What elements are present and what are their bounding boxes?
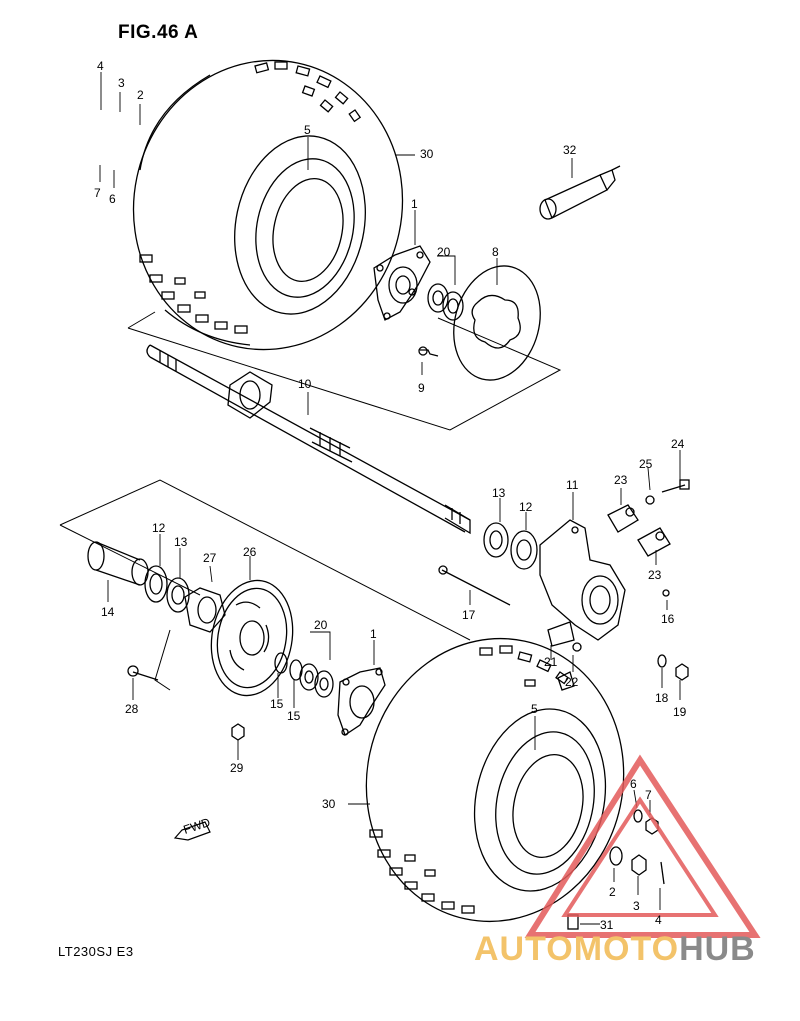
- callout-c24: 24: [671, 437, 685, 451]
- figure-title: FIG.46 A: [118, 22, 199, 43]
- callout-c26: 26: [243, 545, 257, 559]
- callout-c10: 10: [298, 377, 312, 391]
- callout-c19: 19: [673, 705, 687, 719]
- callout-c12a: 12: [519, 500, 533, 514]
- grease-tube: [539, 165, 621, 220]
- callout-c7a: 7: [94, 186, 101, 200]
- callout-c29: 29: [230, 761, 244, 775]
- callout-c23a: 23: [614, 473, 628, 487]
- callout-c14: 14: [101, 605, 115, 619]
- callout-c2a: 2: [137, 88, 144, 102]
- callout-c13b: 13: [174, 535, 188, 549]
- callout-c1b: 1: [370, 627, 377, 641]
- callout-c16: 16: [661, 612, 675, 626]
- upper-tire: [132, 59, 404, 351]
- lower-hub: [337, 667, 386, 737]
- callout-c7b: 7: [645, 788, 652, 802]
- callout-c6a: 6: [109, 192, 116, 206]
- spacer-tube: [87, 541, 149, 586]
- lower-tire: [365, 637, 625, 923]
- sprocket: [210, 579, 294, 697]
- callout-c5b: 5: [531, 702, 538, 716]
- callout-c8: 8: [492, 245, 499, 259]
- callout-c4b: 4: [655, 913, 662, 927]
- callout-c1a: 1: [411, 197, 418, 211]
- callout-c30b: 30: [322, 797, 336, 811]
- callout-c32: 32: [563, 143, 577, 157]
- callout-c15b: 15: [287, 709, 301, 723]
- watermark-text: AUTOMOTOHUB: [474, 930, 756, 969]
- model-code: LT230SJ E3: [58, 944, 134, 959]
- callout-c25: 25: [639, 457, 653, 471]
- watermark-text-main: AUTOMOTO: [474, 930, 680, 968]
- callout-c9: 9: [418, 381, 425, 395]
- callout-c20a: 20: [437, 245, 451, 259]
- callout-c31: 31: [600, 918, 614, 932]
- callout-c17: 17: [462, 608, 476, 622]
- callout-c4a: 4: [97, 59, 104, 73]
- callout-c15a: 15: [270, 697, 284, 711]
- callout-c23b: 23: [648, 568, 662, 582]
- callout-c30a: 30: [420, 147, 434, 161]
- callout-c3b: 3: [633, 899, 640, 913]
- upper-hub: [373, 245, 431, 321]
- callout-c13a: 13: [492, 486, 506, 500]
- callout-c22: 22: [565, 675, 579, 689]
- callout-c12b: 12: [152, 521, 166, 535]
- fwd-label: FWD: [182, 815, 213, 837]
- callout-c5a: 5: [304, 123, 311, 137]
- rear-axle: [146, 344, 471, 535]
- watermark-text-hub: HUB: [679, 930, 756, 968]
- callout-c6b: 6: [630, 777, 637, 791]
- watermark-logo: [524, 754, 761, 938]
- callout-c20b: 20: [314, 618, 328, 632]
- axle-housing: [539, 519, 626, 641]
- brake-disc: [453, 265, 541, 381]
- callout-c11: 11: [566, 478, 579, 492]
- callout-c21: 21: [544, 655, 558, 669]
- callout-c18: 18: [655, 691, 669, 705]
- callout-c2b: 2: [609, 885, 616, 899]
- callout-c27: 27: [203, 551, 217, 565]
- callout-c28: 28: [125, 702, 139, 716]
- callout-c3a: 3: [118, 76, 125, 90]
